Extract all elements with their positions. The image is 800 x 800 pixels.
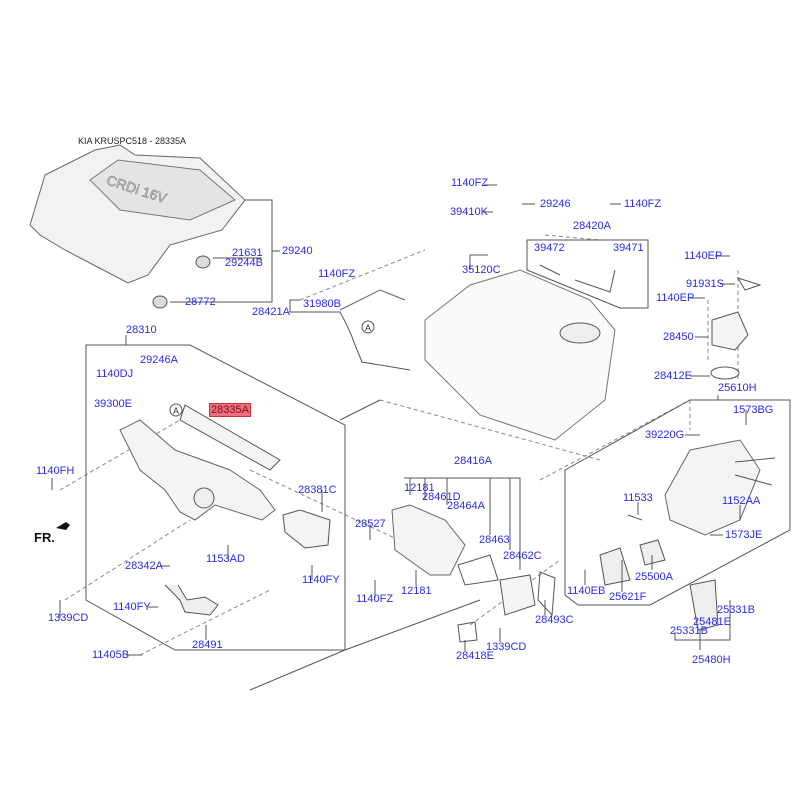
part-label[interactable]: 1140FY (302, 574, 340, 586)
part-label[interactable]: 1140EP (684, 250, 723, 262)
part-label[interactable]: 28493C (535, 614, 574, 626)
part-label[interactable]: 28420A (573, 220, 611, 232)
part-label[interactable]: 28412E (654, 370, 692, 382)
part-label[interactable]: 28772 (185, 296, 216, 308)
part-label[interactable]: 29240 (282, 245, 313, 257)
part-label[interactable]: 28342A (125, 560, 163, 572)
diagram-title: KIA KRUSPC518 - 28335A (78, 136, 187, 146)
part-label[interactable]: 1140FZ (318, 268, 356, 280)
part-label[interactable]: 21631 (232, 247, 263, 259)
part-label[interactable]: 28381C (298, 484, 337, 496)
part-label[interactable]: 25481E (693, 616, 731, 628)
part-label[interactable]: 28421A (252, 306, 290, 318)
gasket-28335A (179, 404, 281, 471)
part-label[interactable]: 29246 (540, 198, 571, 210)
thermostat-25500A (639, 539, 666, 566)
part-label[interactable]: 1339CD (486, 641, 527, 653)
part-label[interactable]: 1573JE (725, 529, 763, 541)
part-label[interactable]: 1140FY (113, 601, 151, 613)
egr-pipe-28491 (164, 584, 219, 616)
part-label[interactable]: 28310 (126, 324, 157, 336)
hose-25481E (689, 579, 719, 631)
part-label[interactable]: 29244B (225, 257, 263, 269)
part-label[interactable]: 12181 (404, 482, 435, 494)
part-label[interactable]: 28464A (447, 500, 485, 512)
svg-text:A: A (365, 323, 371, 333)
part-label[interactable]: 28462C (503, 550, 542, 562)
part-label[interactable]: 1140EP (656, 292, 695, 304)
part-label[interactable]: 28491 (192, 639, 223, 651)
part-label[interactable]: 25621F (609, 591, 647, 603)
part-label[interactable]: 11405B (92, 649, 130, 661)
part-label[interactable]: 25480H (692, 654, 731, 666)
part-label[interactable]: 39472 (534, 242, 565, 254)
part-label[interactable]: 11533 (623, 492, 653, 504)
part-label[interactable]: 1153AD (206, 553, 245, 565)
part-label[interactable]: 39220G (645, 429, 685, 441)
front-marker: FR. (34, 530, 55, 545)
part-label[interactable]: 25331B (717, 604, 755, 616)
egr-valve-28381C (282, 509, 331, 549)
part-label[interactable]: 25610H (718, 382, 757, 394)
part-label[interactable]: 25331B (670, 625, 708, 637)
egr-cooler (391, 504, 466, 576)
part-label[interactable]: 28418E (456, 650, 494, 662)
part-label[interactable]: 1140EB (567, 585, 606, 597)
part-label[interactable]: 1140FZ (451, 177, 489, 189)
part-label[interactable]: 39471 (613, 242, 644, 254)
part-label[interactable]: 28416A (454, 455, 492, 467)
part-label[interactable]: 39300E (94, 398, 132, 410)
part-label[interactable]: 31980B (303, 298, 341, 310)
part-label[interactable]: 1140DJ (96, 368, 134, 380)
part-label[interactable]: 25500A (635, 571, 673, 583)
part-label[interactable]: 35120C (462, 264, 501, 276)
part-label[interactable]: 28463 (479, 534, 510, 546)
part-label[interactable]: 1140FZ (624, 198, 662, 210)
part-label[interactable]: 1140FZ (356, 593, 394, 605)
part-label[interactable]: 28450 (663, 331, 694, 343)
part-label[interactable]: 1339CD (48, 612, 89, 624)
cylinder-head (424, 269, 616, 441)
part-label[interactable]: 12181 (401, 585, 432, 597)
part-label[interactable]: 29246A (140, 354, 178, 366)
part-label[interactable]: 28527 (355, 518, 386, 530)
part-label-highlighted[interactable]: 28335A (209, 403, 251, 417)
part-label[interactable]: 1573BG (733, 404, 774, 416)
intake-manifold (119, 419, 276, 521)
thermostat-housing (664, 439, 761, 536)
part-label[interactable]: 1152AA (722, 495, 761, 507)
part-label[interactable]: 28461D (422, 491, 461, 503)
svg-text:A: A (173, 406, 179, 416)
part-label[interactable]: 39410K (450, 206, 488, 218)
part-label[interactable]: 1140FH (36, 465, 75, 477)
part-label[interactable]: 91931S (686, 278, 724, 290)
